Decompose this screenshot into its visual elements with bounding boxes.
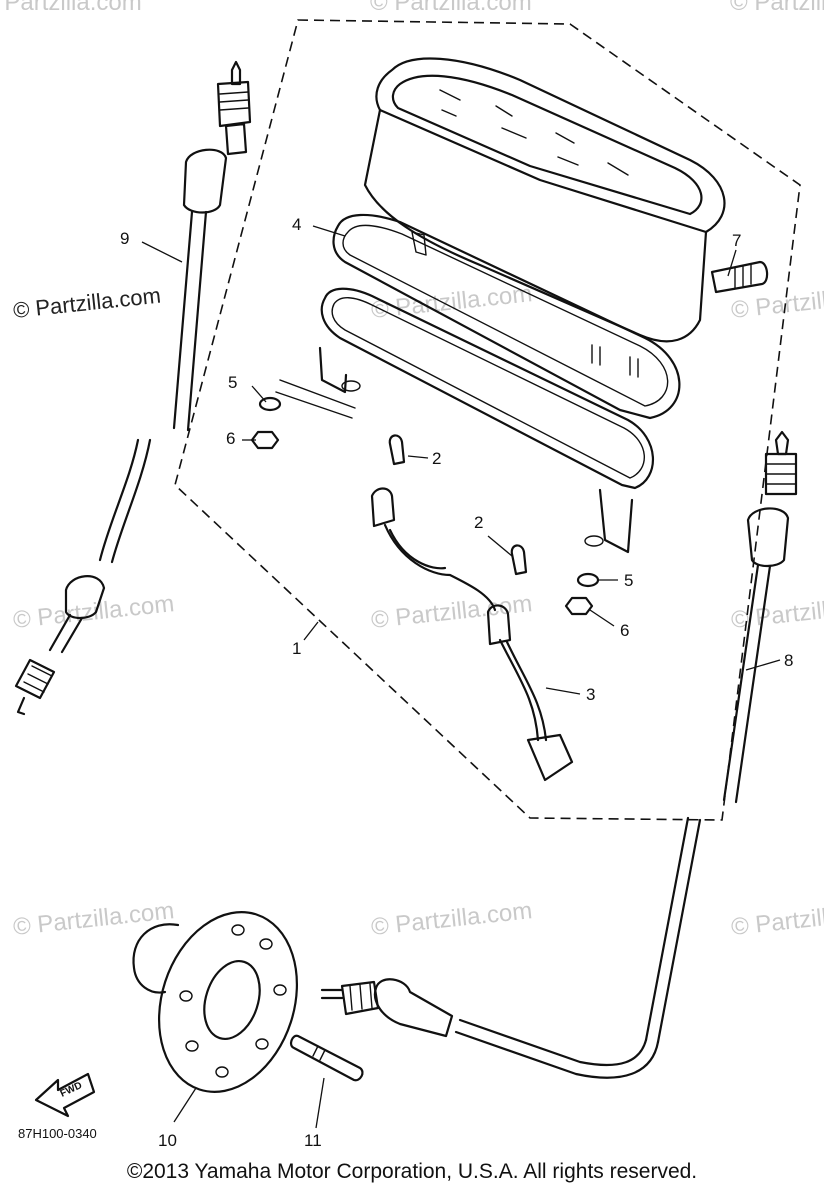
watermark: © Partzilla.com xyxy=(12,897,176,941)
watermark: © Partzilla.com xyxy=(12,590,176,634)
drive-gear xyxy=(132,911,299,1093)
watermark-layer: © Partzilla.com © Partzilla.com © Partzi… xyxy=(0,0,824,941)
watermark: © Partzilla.com xyxy=(370,897,534,941)
washer-nut-set xyxy=(250,379,600,616)
copyright-footer: ©2013 Yamaha Motor Corporation, U.S.A. A… xyxy=(126,1160,698,1183)
callout-5: 5 xyxy=(228,373,237,392)
callout-6: 6 xyxy=(226,429,235,448)
callout-6: 6 xyxy=(620,621,629,640)
fwd-label: FWD xyxy=(59,1080,84,1100)
gasket xyxy=(332,213,681,420)
watermark: © Partzilla.com xyxy=(730,0,824,16)
forward-arrow-icon: FWD xyxy=(34,1072,96,1118)
watermark: © Partzilla.com xyxy=(370,280,534,324)
callout-4: 4 xyxy=(292,215,301,234)
callout-8: 8 xyxy=(784,651,793,670)
meter-housing xyxy=(363,57,726,378)
callout-labels: 9 4 7 5 6 2 2 5 6 1 3 8 10 11 xyxy=(120,215,793,1150)
callout-7: 7 xyxy=(732,231,741,250)
drive-pin xyxy=(289,1034,364,1082)
cable-9 xyxy=(14,60,252,716)
watermark: © Partzilla.com xyxy=(0,0,142,16)
bulb-set xyxy=(388,434,528,576)
callout-2: 2 xyxy=(474,513,483,532)
leader-lines xyxy=(141,225,781,1129)
cable-8 xyxy=(320,430,798,1079)
callout-10: 10 xyxy=(158,1131,177,1150)
watermark: © Partzilla.com xyxy=(12,283,162,323)
drawing-code: 87H100-0340 xyxy=(18,1126,97,1141)
meter-bracket xyxy=(318,287,655,554)
assembly-boundary xyxy=(174,19,801,821)
callout-1: 1 xyxy=(292,639,301,658)
callout-9: 9 xyxy=(120,229,129,248)
callout-2: 2 xyxy=(432,449,441,468)
watermark: © Partzilla.com xyxy=(370,0,532,16)
watermark: © Partzilla.com xyxy=(730,897,824,941)
callout-3: 3 xyxy=(586,685,595,704)
watermark: © Partzilla.com xyxy=(730,590,824,634)
wire-harness xyxy=(370,487,574,782)
reset-knob xyxy=(710,260,769,294)
callout-11: 11 xyxy=(304,1131,322,1150)
callout-5: 5 xyxy=(624,571,633,590)
